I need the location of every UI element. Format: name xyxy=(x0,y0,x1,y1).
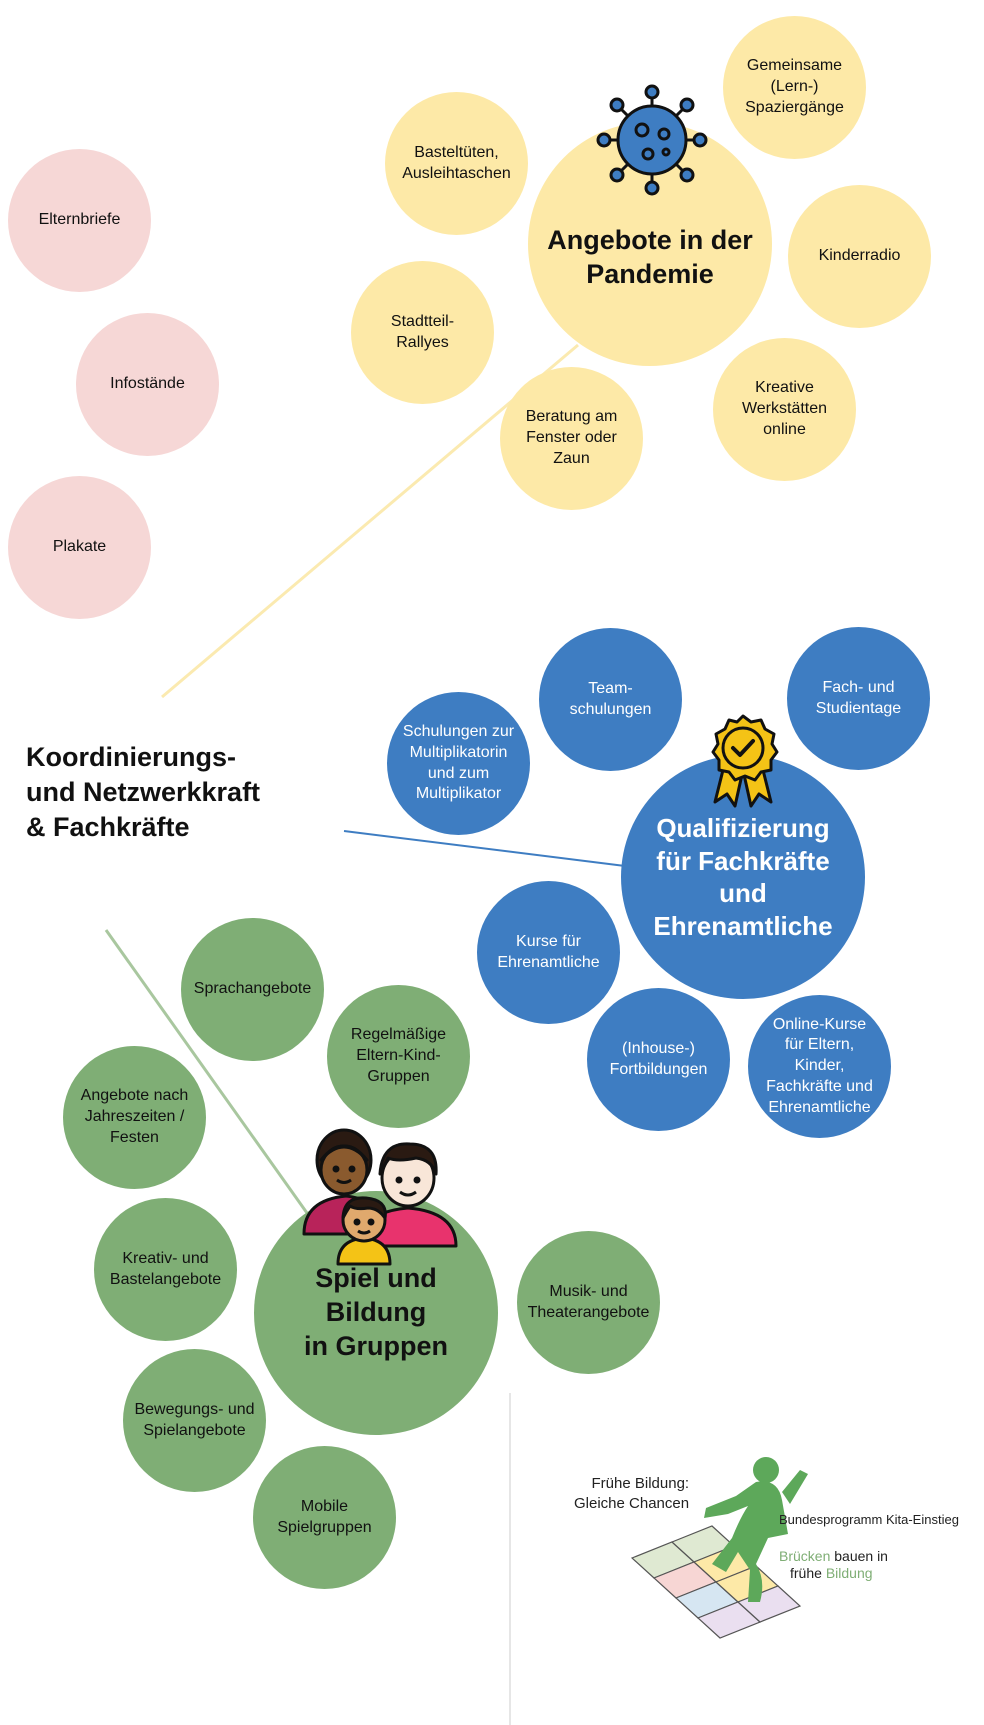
bubble-beratung-fenster: Beratung am Fenster oder Zaun xyxy=(500,367,643,510)
logo-tagline-line2: frühe Bildung xyxy=(790,1545,873,1583)
bubble-inhouse-fortbildungen: (Inhouse-) Fortbildungen xyxy=(587,988,730,1131)
child-hopscotch-logo-icon xyxy=(630,1457,808,1639)
award-badge-icon xyxy=(711,714,779,808)
page-title: Koordinierungs- und Netzwerkkraft & Fach… xyxy=(26,742,261,843)
bubble-online-kurse: Online-Kurse für Eltern, Kinder, Fachkrä… xyxy=(748,995,891,1138)
family-icon xyxy=(302,1128,458,1266)
logo-tagline-fruehe: frühe xyxy=(790,1564,826,1581)
bubble-multiplikator: Schulungen zur Multiplikatorin und zum M… xyxy=(387,692,530,835)
logo-slogan: Frühe Bildung: Gleiche Chancen xyxy=(574,1475,690,1513)
logo-tagline-word-bildung: Bildung xyxy=(825,1564,873,1581)
bubble-kinderradio: Kinderradio xyxy=(788,185,931,328)
logo-tagline-line1: Brücken bauen in xyxy=(779,1528,888,1566)
bubble-basteltueten: Basteltüten, Ausleihtaschen xyxy=(385,92,528,235)
bubble-elternbriefe: Elternbriefe xyxy=(8,149,151,292)
bubble-kreative-werkstaetten: Kreative Werkstätten online xyxy=(713,338,856,481)
bubble-musik-theater: Musik- und Theaterangebote xyxy=(517,1231,660,1374)
bubble-fach-studientage: Fach- und Studientage xyxy=(787,627,930,770)
bubble-infostaende: Infostände xyxy=(76,313,219,456)
connector-spiel xyxy=(104,929,309,1214)
connector-qualifizierung xyxy=(343,830,626,867)
bubble-qualifizierung: Qualifizierung für Fachkräfte und Ehrena… xyxy=(621,755,865,999)
logo-tagline-word-bruecken: Brücken xyxy=(779,1547,831,1564)
bubble-sprachangebote: Sprachangebote xyxy=(181,918,324,1061)
bubble-kreativ-bastel: Kreativ- und Bastelangebote xyxy=(94,1198,237,1341)
bubble-kurse-ehrenamtliche: Kurse für Ehrenamtliche xyxy=(477,881,620,1024)
logo-tagline-bauen-in: bauen in xyxy=(830,1547,888,1564)
bubble-jahreszeiten: Angebote nach Jahreszeiten / Festen xyxy=(63,1046,206,1189)
bubble-bewegung-spiel: Bewegungs- und Spielangebote xyxy=(123,1349,266,1492)
bubble-spaziergaenge: Gemeinsame (Lern-) Spaziergänge xyxy=(723,16,866,159)
bubble-mobile-spielgruppen: Mobile Spielgruppen xyxy=(253,1446,396,1589)
virus-icon xyxy=(596,84,708,196)
bubble-teamschulungen: Team- schulungen xyxy=(539,628,682,771)
logo-program: Bundesprogramm Kita-Einstieg xyxy=(779,1512,959,1527)
bubble-plakate: Plakate xyxy=(8,476,151,619)
bubble-eltern-kind-gruppen: Regelmäßige Eltern-Kind- Gruppen xyxy=(327,985,470,1128)
bubble-stadtteil-rallyes: Stadtteil- Rallyes xyxy=(351,261,494,404)
